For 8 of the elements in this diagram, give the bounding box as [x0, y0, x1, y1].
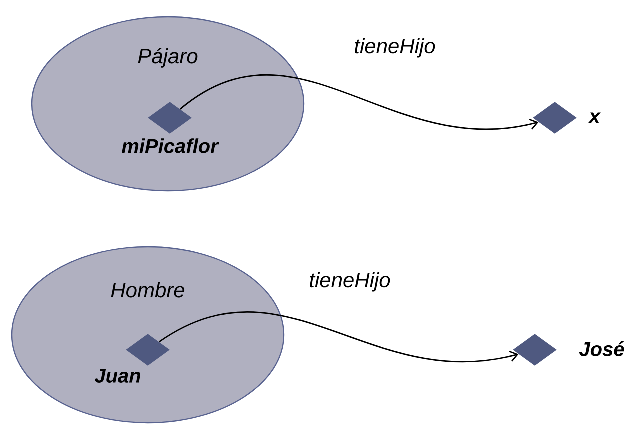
- node-label: José: [579, 342, 624, 356]
- edge-label: tieneHijo: [310, 272, 390, 292]
- edge-label: tieneHijo: [355, 38, 436, 58]
- curved-arrow: [158, 312, 519, 362]
- node-label: miPicaflor: [122, 138, 220, 154]
- node-label: Juan: [94, 369, 140, 383]
- curved-arrow: [180, 74, 539, 130]
- node-label: x: [588, 112, 601, 124]
